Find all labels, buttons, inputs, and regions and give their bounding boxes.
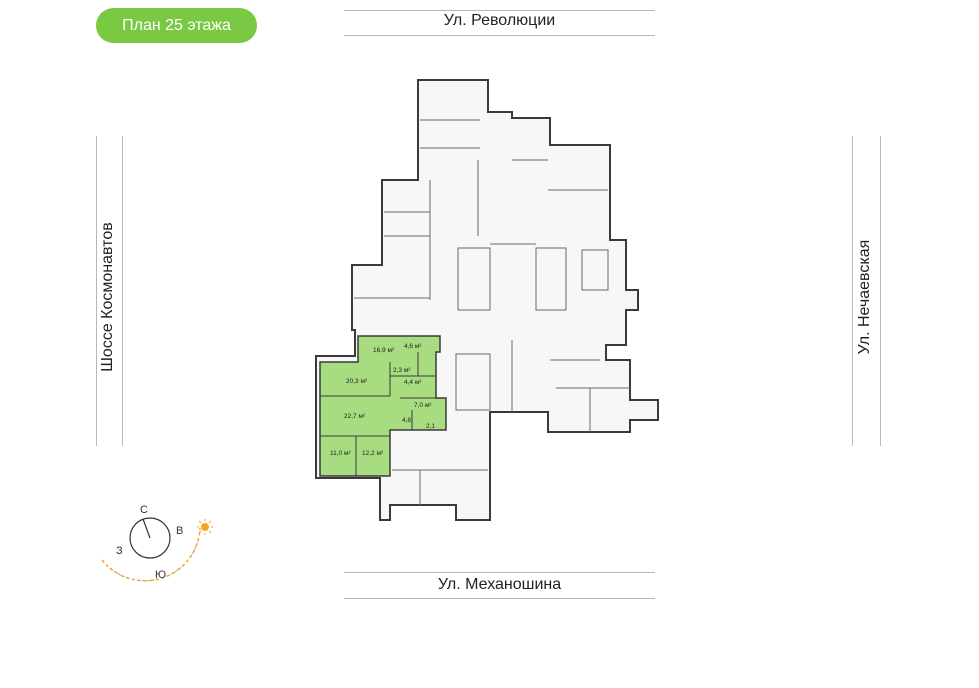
- compass-south: Ю: [155, 569, 166, 581]
- street-bottom-line-lower: [344, 598, 655, 599]
- room-area: 4,6 м²: [404, 343, 422, 350]
- street-left-line-inner: [122, 136, 123, 446]
- floor-plan-badge[interactable]: План 25 этажа: [96, 8, 257, 43]
- room-area: 4,4 м²: [404, 379, 422, 386]
- room-area: 4,8: [402, 417, 411, 424]
- room-area: 20,3 м²: [346, 378, 368, 385]
- room-area: 22,7 м²: [344, 413, 366, 420]
- street-top-line-lower: [344, 35, 655, 36]
- room-area: 12,2 м²: [362, 450, 384, 457]
- room-area-labels: 16,9 м² 4,6 м² 2,3 м² 20,3 м² 4,4 м² 7,0…: [330, 343, 435, 457]
- room-area: 2,3 м²: [393, 367, 411, 374]
- sun-icon: [197, 519, 213, 535]
- compass: С В Ю З: [101, 504, 213, 582]
- street-right-line-outer: [852, 136, 853, 446]
- room-area: 7,0 м²: [414, 402, 432, 409]
- room-area: 11,0 м²: [330, 450, 351, 457]
- street-bottom-line-upper: [344, 572, 655, 573]
- sun-path-evening: [101, 527, 201, 582]
- room-area: 16,9 м²: [373, 347, 395, 354]
- room-area: 2,1: [426, 423, 435, 430]
- interior-walls: [354, 119, 630, 505]
- street-left-line-outer: [96, 136, 97, 446]
- street-right-line-inner: [880, 136, 881, 446]
- selected-apartment[interactable]: [319, 335, 447, 477]
- compass-north: С: [140, 504, 148, 516]
- compass-dial: [129, 517, 171, 559]
- street-bottom-label: Ул. Механошина: [437, 576, 562, 593]
- compass-west: З: [116, 545, 123, 557]
- street-top-label: Ул. Революции: [443, 12, 556, 29]
- street-top-line-upper: [344, 10, 655, 11]
- compass-needle: [142, 518, 151, 539]
- compass-east: В: [176, 525, 183, 537]
